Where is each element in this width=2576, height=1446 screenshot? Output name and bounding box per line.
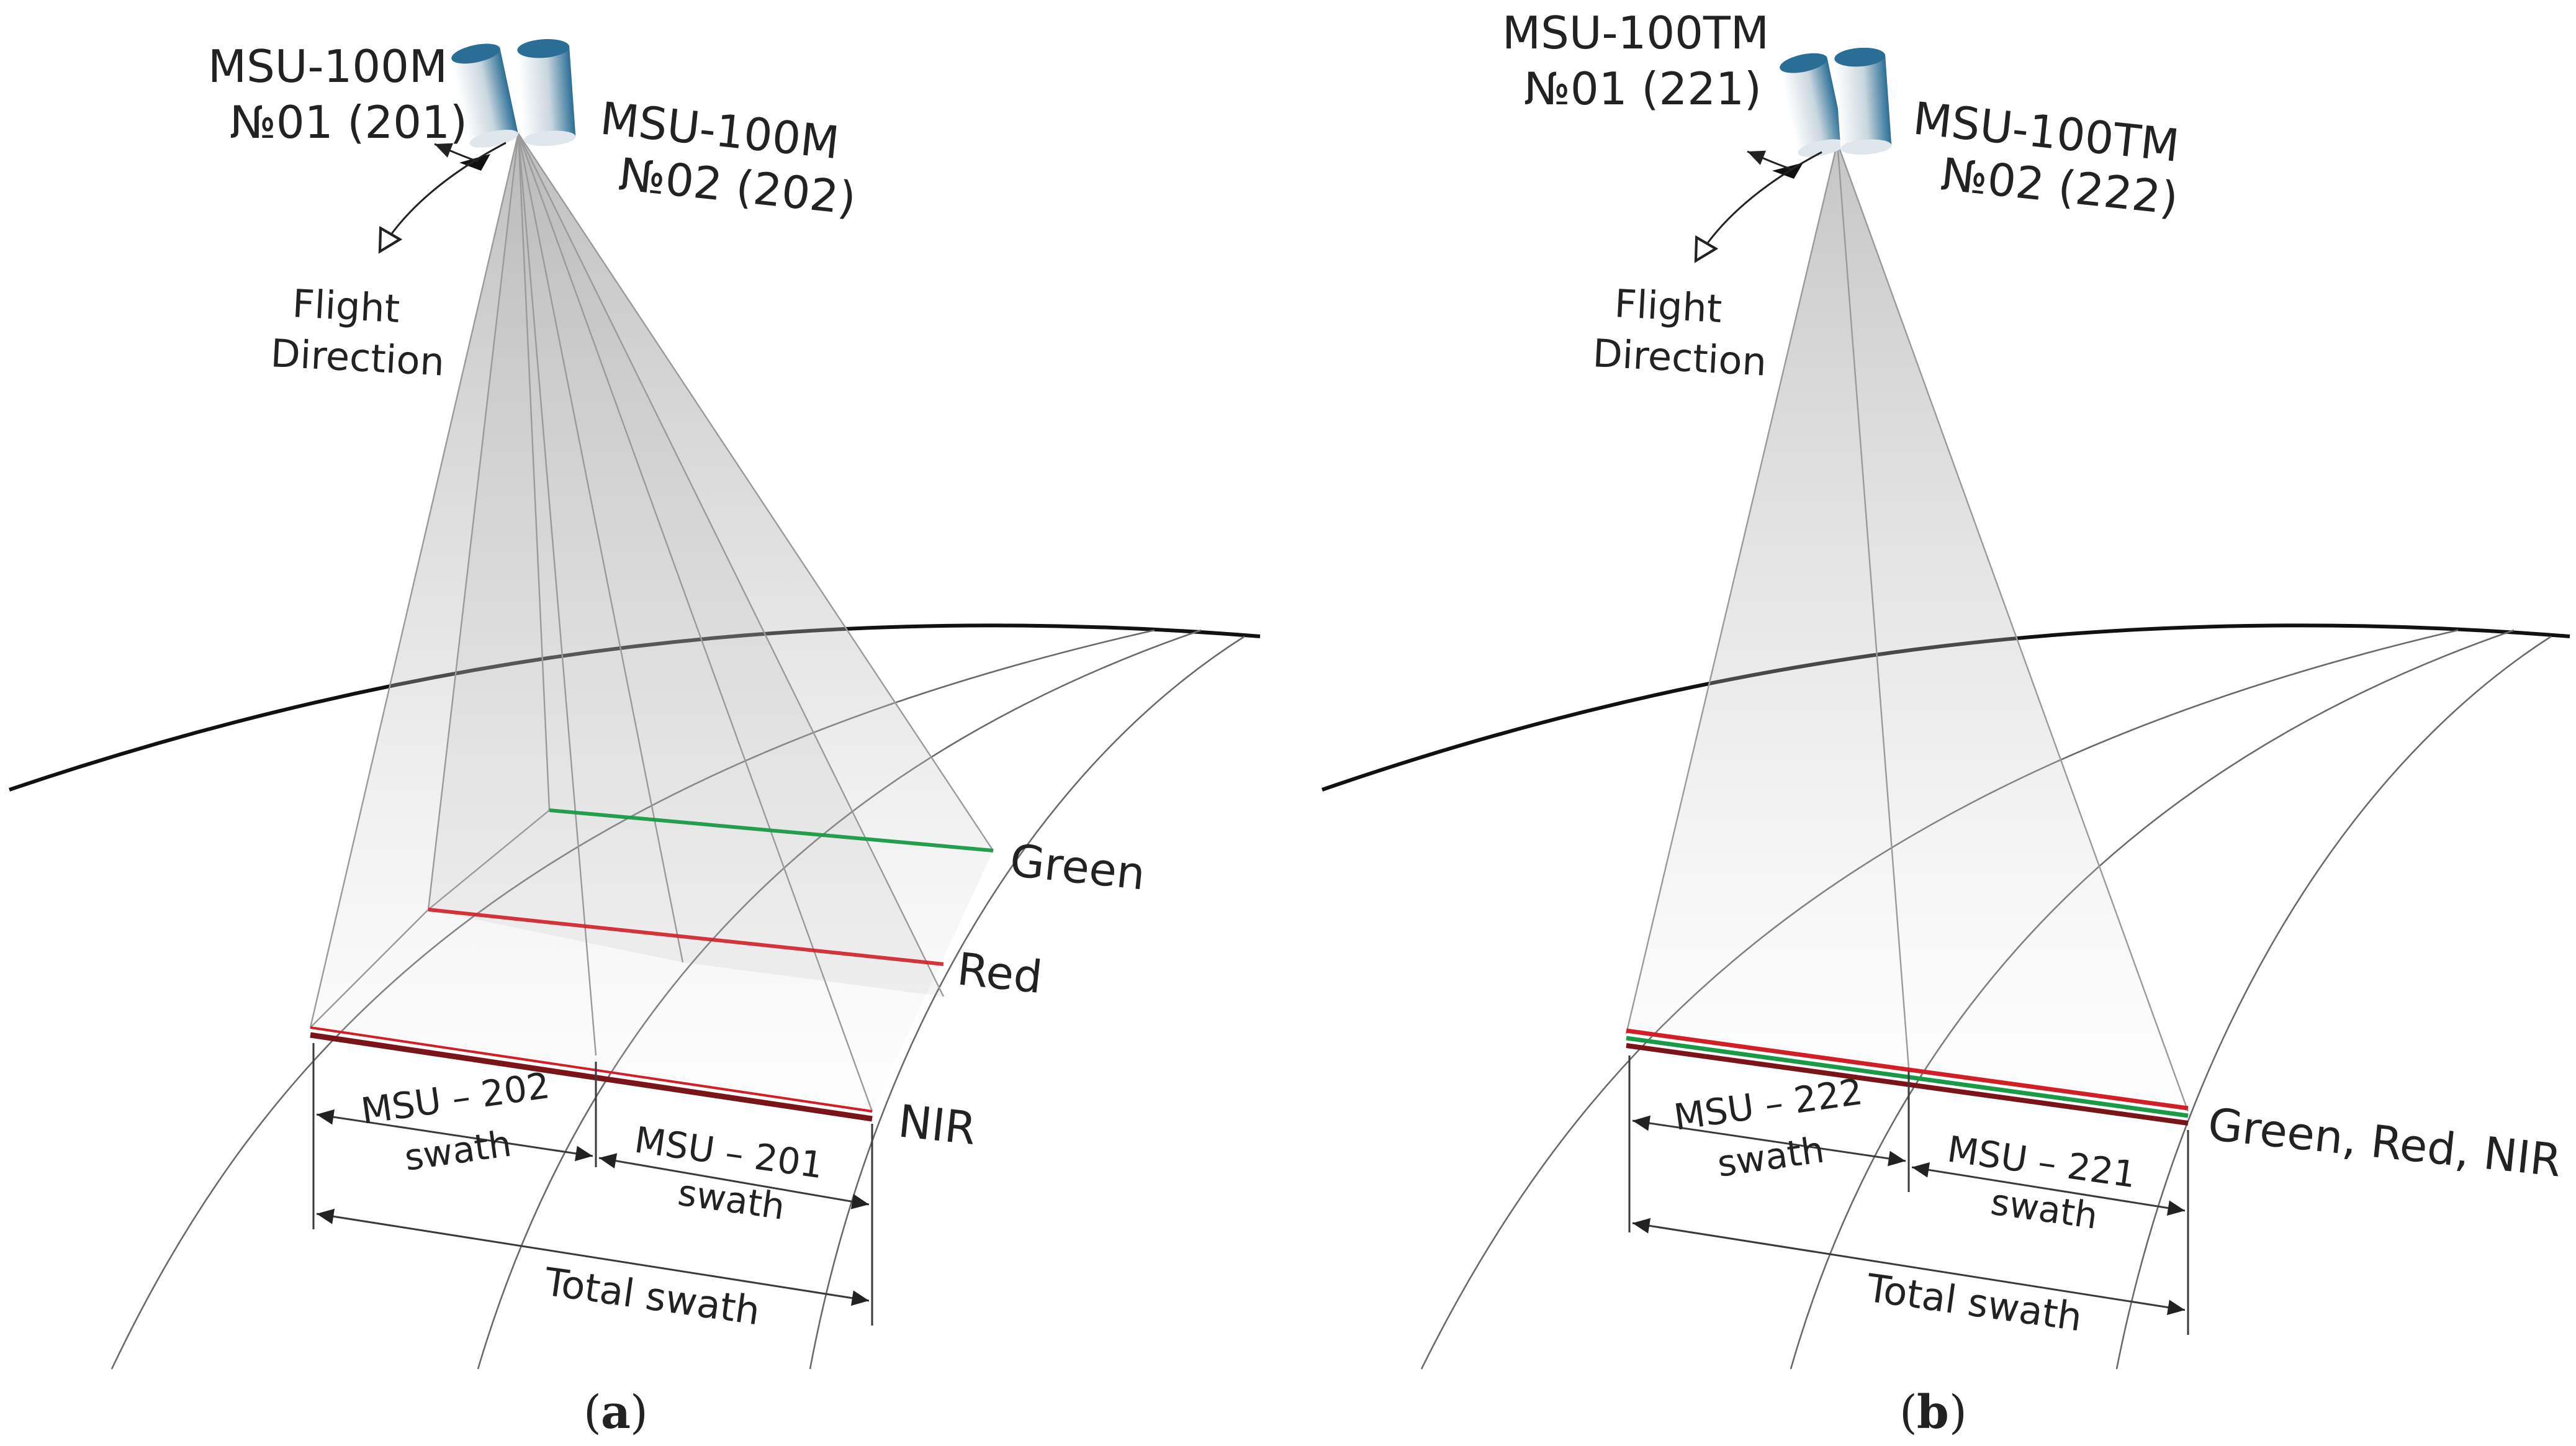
satellite-icon	[1780, 47, 1892, 157]
nir-band-line-a	[310, 1032, 873, 1122]
panel-a: MSU-100M №01 (201) MSU-100M №02 (202) Fl…	[9, 38, 1261, 1439]
swath-label-right-line1-b: MSU – 221	[1945, 1128, 2138, 1196]
camera-icon	[1780, 53, 1845, 157]
svg-text:(: (	[583, 1386, 601, 1439]
camera-icon	[1834, 47, 1892, 155]
field-of-view-inner-a	[428, 133, 943, 996]
nir-band-line-b	[1626, 1043, 2189, 1126]
green-band-line-a	[549, 808, 994, 852]
band-label-combined-b: Green, Red, NIR	[2205, 1098, 2564, 1186]
camera-icon	[517, 38, 576, 147]
flight-direction-line1-b: Flight	[1613, 281, 1723, 332]
instrument-1-line2-a: №01 (201)	[230, 96, 467, 148]
total-swath-label-a: Total swath	[541, 1258, 763, 1334]
svg-text:): )	[630, 1386, 648, 1439]
band-label-red-a: Red	[955, 942, 1045, 1003]
flight-direction-line2-a: Direction	[269, 330, 446, 385]
total-swath-arrow-b	[1632, 1218, 2186, 1316]
ground-track-b3	[2115, 635, 2552, 1370]
swath-label-left-line1-b: MSU – 222	[1671, 1070, 1865, 1139]
green-band-line-b	[1626, 1036, 2189, 1118]
swath-label-left-line1-a: MSU – 202	[358, 1064, 552, 1132]
red-band-line-a	[428, 908, 944, 966]
swath-label-left-line2-b: swath	[1714, 1128, 1826, 1185]
swath-arrow-a-right	[598, 1153, 870, 1209]
caption-letter-b: b	[1917, 1386, 1949, 1439]
satellite-icon	[451, 38, 576, 148]
panel-b: MSU-100TM №01 (221) MSU-100TM №02 (222) …	[1322, 7, 2570, 1439]
cone-edges-b	[1625, 142, 2189, 1112]
instrument-1-line1-b: MSU-100TM	[1502, 7, 1769, 59]
field-of-view-cone-b	[1626, 143, 2188, 1111]
band-label-green-a: Green	[1007, 834, 1148, 900]
swath-arrow-b-right	[1911, 1162, 2186, 1216]
svg-text:(: (	[1899, 1386, 1917, 1439]
red-band-line-b-top	[1626, 1028, 2189, 1111]
camera-icon	[451, 43, 518, 148]
band-label-nir-a: NIR	[896, 1095, 978, 1155]
total-swath-arrow-a	[316, 1208, 870, 1306]
swath-arrow-a-left	[316, 1109, 593, 1162]
instrument-1-line2-b: №01 (221)	[1524, 63, 1762, 115]
swath-label-right-line1-a: MSU – 201	[632, 1119, 826, 1187]
flight-direction-line2-b: Direction	[1592, 330, 1768, 385]
caption-letter-a: a	[601, 1386, 631, 1439]
caption-a: ( a )	[583, 1386, 648, 1439]
instrument-1-line1-a: MSU-100M	[208, 40, 448, 93]
nir-band-line-a-outer	[310, 1026, 873, 1113]
flight-direction-arrow-icon	[1696, 150, 1822, 261]
caption-b: ( b )	[1899, 1386, 1967, 1439]
flight-direction-line1-a: Flight	[291, 281, 401, 332]
flight-direction-arrow-icon	[380, 142, 507, 251]
swath-arrow-b-left	[1632, 1115, 1906, 1167]
cone-edges-a	[309, 133, 994, 1112]
svg-text:): )	[1949, 1386, 1967, 1439]
